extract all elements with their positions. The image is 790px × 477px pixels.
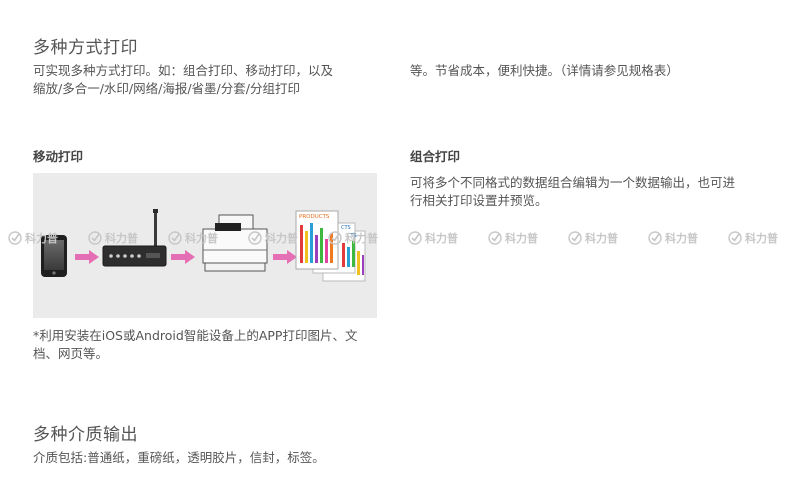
combo-print-heading: 组合打印 xyxy=(410,149,461,164)
watermark-check-icon xyxy=(328,231,342,245)
watermark-logo: 科力普 xyxy=(8,228,58,248)
mobile-print-flow-illustration: PRODUCTS CTS CTS xyxy=(41,209,366,282)
watermark-check-icon xyxy=(488,231,502,245)
media-output-text: 介质包括:普通纸，重磅纸，透明胶片，信封，标签。 xyxy=(33,450,325,465)
watermark-text: 科力普 xyxy=(345,232,378,245)
watermark-text: 科力普 xyxy=(665,232,698,245)
watermark-text: 科力普 xyxy=(425,232,458,245)
router-icon xyxy=(102,209,167,267)
watermark-check-icon xyxy=(88,231,102,245)
flow-arrow-3 xyxy=(273,250,297,264)
watermark-logo: 科力普 xyxy=(408,228,458,248)
watermark-text: 科力普 xyxy=(25,232,58,245)
section-title-print-modes: 多种方式打印 xyxy=(33,38,138,58)
watermark-check-icon xyxy=(728,231,742,245)
print-modes-text-line2: 缩放/多合一/水印/网络/海报/省墨/分套/分组打印 xyxy=(33,81,300,96)
watermark-logo: 科力普 xyxy=(728,228,778,248)
watermark-text: 科力普 xyxy=(585,232,618,245)
doc-label-cts-2: CTS xyxy=(347,233,357,239)
doc-label-cts-1: CTS xyxy=(341,225,351,231)
section-title-media-output: 多种介质输出 xyxy=(33,425,138,445)
watermark-check-icon xyxy=(248,231,262,245)
watermark-logo: 科力普 xyxy=(248,228,298,248)
combo-print-text-line1: 可将多个不同格式的数据组合编辑为一个数据输出，也可进 xyxy=(410,175,736,190)
printed-documents-icon: PRODUCTS CTS CTS xyxy=(295,210,366,282)
watermark-text: 科力普 xyxy=(745,232,778,245)
watermark-check-icon xyxy=(568,231,582,245)
watermark-logo: 科力普 xyxy=(568,228,618,248)
mobile-print-note-line2: 档、网页等。 xyxy=(33,346,109,361)
mobile-print-diagram: PRODUCTS CTS CTS xyxy=(33,173,377,318)
watermark-logo: 科力普 xyxy=(88,228,138,248)
doc-label-products: PRODUCTS xyxy=(299,214,330,220)
flow-arrow-2 xyxy=(171,250,195,264)
watermark-check-icon xyxy=(408,231,422,245)
print-modes-text-right: 等。节省成本，便利快捷。（详情请参见规格表） xyxy=(410,63,679,78)
watermark-text: 科力普 xyxy=(105,232,138,245)
watermark-check-icon xyxy=(648,231,662,245)
watermark-logo: 科力普 xyxy=(168,228,218,248)
watermark-logo: 科力普 xyxy=(648,228,698,248)
mobile-print-heading: 移动打印 xyxy=(33,149,84,164)
combo-print-text-line2: 行相关打印设置并预览。 xyxy=(410,193,548,208)
mobile-print-note-line1: *利用安装在iOS或Android智能设备上的APP打印图片、文 xyxy=(33,328,358,343)
printer-icon xyxy=(202,214,268,272)
watermark-logo: 科力普 xyxy=(328,228,378,248)
watermark-text: 科力普 xyxy=(265,232,298,245)
watermark-check-icon xyxy=(8,231,22,245)
watermark-text: 科力普 xyxy=(505,232,538,245)
flow-arrow-1 xyxy=(75,250,99,264)
watermark-check-icon xyxy=(168,231,182,245)
phone-icon xyxy=(41,235,67,277)
print-modes-text-line1: 可实现多种方式打印。如：组合打印、移动打印，以及 xyxy=(33,63,334,78)
watermark-text: 科力普 xyxy=(185,232,218,245)
watermark-logo: 科力普 xyxy=(488,228,538,248)
